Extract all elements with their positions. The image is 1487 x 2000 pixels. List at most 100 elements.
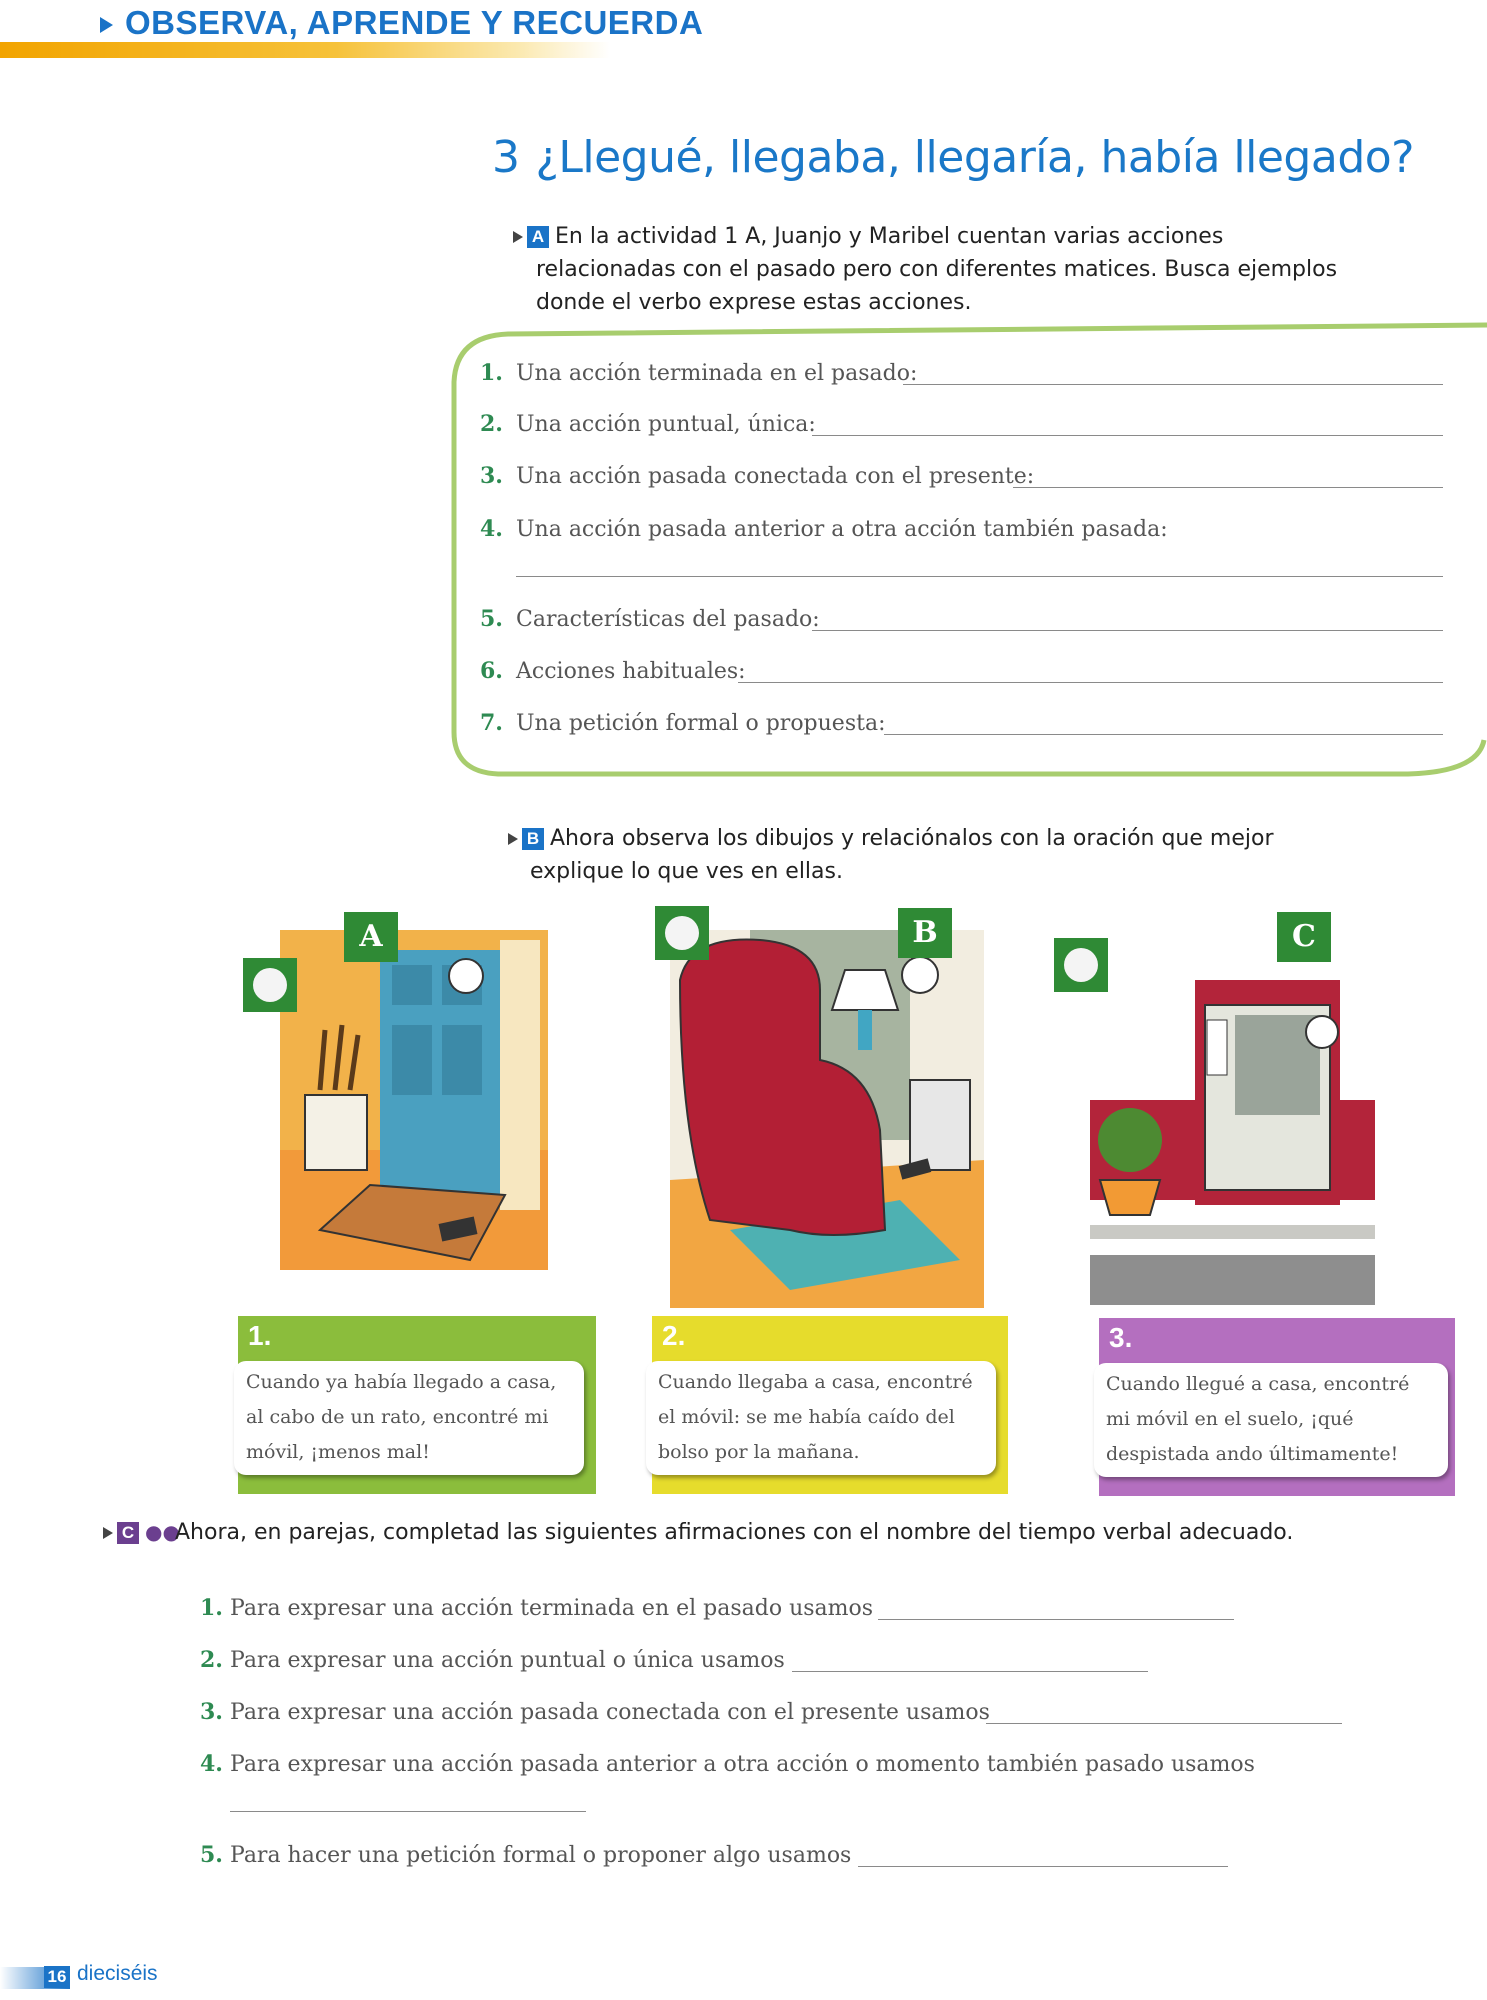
section-header-text: OBSERVA, APRENDE Y RECUERDA	[125, 4, 704, 41]
list-item: 5. Para hacer una petición formal o propo…	[200, 1842, 851, 1868]
item-number: 5.	[200, 1842, 223, 1868]
page-number-word: dieciséis	[77, 1962, 158, 1985]
item-number: 2.	[480, 411, 503, 437]
answer-line-3[interactable]	[1013, 487, 1443, 488]
item-number: 1.	[200, 1595, 223, 1621]
answer-line-c2[interactable]	[792, 1671, 1148, 1672]
answer-line-5[interactable]	[812, 630, 1443, 631]
caption-number: 2.	[662, 1320, 686, 1351]
answer-box-frame	[451, 322, 1487, 777]
item-text: Para expresar una acción pasada conectad…	[230, 1700, 990, 1725]
list-item: 5. Características del pasado:	[480, 606, 820, 632]
letter-b-badge: B	[522, 828, 544, 850]
item-text: Una acción puntual, única:	[516, 412, 816, 437]
caption-line: despistada ando últimamente!	[1106, 1443, 1399, 1465]
item-text: Acciones habituales:	[516, 659, 746, 684]
instruction-b: B Ahora observa los dibujos y relaciónalo…	[508, 822, 1408, 888]
item-number: 4.	[200, 1751, 223, 1777]
letter-a-badge: A	[527, 226, 549, 248]
picture-badge-c: C	[1277, 912, 1331, 962]
answer-line-c1[interactable]	[878, 1619, 1234, 1620]
caption-line: mi móvil en el suelo, ¡qué	[1106, 1408, 1354, 1430]
picture-badge-a: A	[344, 912, 398, 962]
instruction-a-line3: donde el verbo exprese estas acciones.	[536, 290, 972, 315]
item-number: 4.	[480, 516, 503, 542]
item-number: 6.	[480, 658, 503, 684]
answer-line-c3[interactable]	[986, 1723, 1342, 1724]
instruction-b-line2: explique lo que ves en ellas.	[530, 859, 843, 884]
header-accent-bar	[0, 42, 610, 58]
elevator-drawing	[1090, 980, 1375, 1305]
caption-line: Cuando ya había llegado a casa,	[246, 1371, 557, 1393]
exercise-number: 3	[492, 132, 520, 183]
list-item: 2. Para expresar una acción puntual o úni…	[200, 1647, 785, 1673]
answer-line-6[interactable]	[738, 682, 1443, 683]
item-text: Para expresar una acción puntual o única…	[230, 1648, 785, 1673]
radio-circle-b[interactable]	[655, 906, 709, 960]
exercise-title-text: ¿Llegué, llegaba, llegaría, había llegad…	[535, 132, 1415, 183]
picture-badge-b: B	[898, 908, 952, 958]
item-number: 5.	[480, 606, 503, 632]
caption-line: bolso por la mañana.	[658, 1441, 860, 1463]
item-text: Una acción pasada conectada con el prese…	[516, 464, 1035, 489]
caption-line: Cuando llegué a casa, encontré	[1106, 1373, 1410, 1395]
pair-work-icon: ●●	[145, 1520, 180, 1544]
page-number: 16	[44, 1966, 70, 1988]
answer-line-c5[interactable]	[858, 1866, 1228, 1867]
item-number: 3.	[480, 463, 503, 489]
list-item: 7. Una petición formal o propuesta:	[480, 710, 886, 736]
caption-bubble-1: Cuando ya había llegado a casa, al cabo …	[234, 1361, 584, 1475]
answer-line-4[interactable]	[516, 576, 1443, 577]
answer-line-c4[interactable]	[230, 1811, 586, 1812]
play-arrow-icon	[103, 1527, 113, 1539]
list-item: 1. Para expresar una acción terminada en …	[200, 1595, 873, 1621]
item-number: 3.	[200, 1699, 223, 1725]
item-text: Para expresar una acción pasada anterior…	[230, 1752, 1255, 1777]
item-text: Características del pasado:	[516, 607, 820, 632]
caption-bubble-3: Cuando llegué a casa, encontré mi móvil …	[1094, 1363, 1448, 1477]
item-text: Una acción pasada anterior a otra acción…	[516, 517, 1168, 542]
illustration-c-elevator	[1090, 980, 1375, 1305]
answer-line-1[interactable]	[903, 384, 1443, 385]
section-header: OBSERVA, APRENDE Y RECUERDA	[100, 4, 703, 42]
item-number: 7.	[480, 710, 503, 736]
caption-bubble-2: Cuando llegaba a casa, encontré el móvil…	[646, 1361, 996, 1475]
illustration-a-doorway	[280, 930, 548, 1270]
answer-line-2[interactable]	[812, 435, 1443, 436]
instruction-c: C ●●Ahora, en parejas, completad las sigu…	[103, 1516, 1293, 1549]
list-item: 3. Para expresar una acción pasada conect…	[200, 1699, 990, 1725]
instruction-b-line1: Ahora observa los dibujos y relaciónalos…	[550, 826, 1274, 851]
list-item: 2. Una acción puntual, única:	[480, 411, 816, 437]
letter-c-badge: C	[117, 1522, 139, 1544]
instruction-a-line1: En la actividad 1 A, Juanjo y Maribel cu…	[555, 224, 1224, 249]
list-item: 4. Una acción pasada anterior a otra acci…	[480, 516, 1168, 542]
caption-number: 1.	[248, 1320, 272, 1351]
caption-line: móvil, ¡menos mal!	[246, 1441, 430, 1463]
play-arrow-icon	[513, 231, 523, 243]
item-text: Una petición formal o propuesta:	[516, 711, 886, 736]
caption-line: Cuando llegaba a casa, encontré	[658, 1371, 973, 1393]
item-number: 1.	[480, 360, 503, 386]
radio-circle-a[interactable]	[243, 958, 297, 1012]
radio-circle-c[interactable]	[1054, 938, 1108, 992]
instruction-a: A En la actividad 1 A, Juanjo y Maribel c…	[513, 220, 1433, 319]
list-item: 6. Acciones habituales:	[480, 658, 746, 684]
instruction-a-line2: relacionadas con el pasado pero con dife…	[536, 257, 1338, 282]
list-item: 3. Una acción pasada conectada con el pre…	[480, 463, 1034, 489]
item-text: Una acción terminada en el pasado:	[516, 361, 918, 386]
answer-line-7[interactable]	[884, 734, 1443, 735]
illustration-b-armchair	[670, 930, 984, 1308]
item-number: 2.	[200, 1647, 223, 1673]
item-text: Para hacer una petición formal o propone…	[230, 1843, 852, 1868]
item-text: Para expresar una acción terminada en el…	[230, 1596, 874, 1621]
list-item: 4. Para expresar una acción pasada anteri…	[200, 1751, 1255, 1777]
instruction-c-text: Ahora, en parejas, completad las siguien…	[175, 1520, 1294, 1545]
exercise-title: 3 ¿Llegué, llegaba, llegaría, había llega…	[492, 132, 1415, 183]
caption-line: el móvil: se me había caído del	[658, 1406, 955, 1428]
armchair-drawing	[670, 930, 984, 1308]
play-arrow-icon	[508, 833, 518, 845]
caption-number: 3.	[1109, 1322, 1133, 1353]
doorway-drawing	[280, 930, 548, 1270]
list-item: 1. Una acción terminada en el pasado:	[480, 360, 917, 386]
play-arrow-icon	[100, 17, 113, 34]
